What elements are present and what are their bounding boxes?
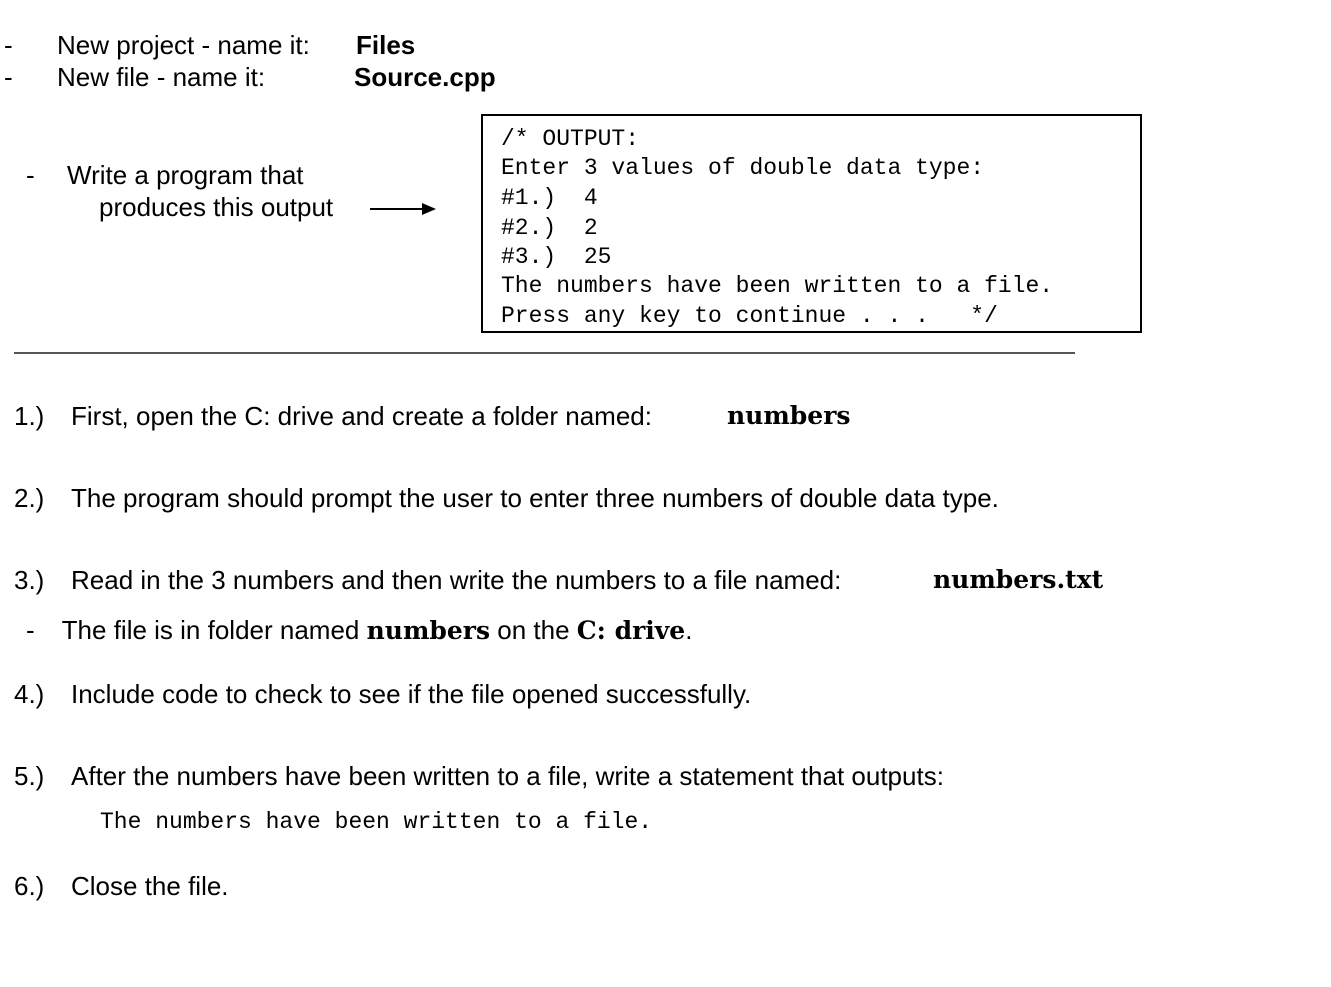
output-line: #2.) 2: [501, 215, 598, 241]
step-text: After the numbers have been written to a…: [71, 761, 944, 791]
step-text: First, open the C: drive and create a fo…: [71, 401, 652, 431]
step-number: 1.): [14, 401, 45, 431]
subnote-text: on the: [490, 615, 577, 645]
output-line: Enter 3 values of double data type:: [501, 155, 985, 181]
subnote-text: The file is in folder named: [61, 615, 367, 645]
output-line: #3.) 25: [501, 244, 612, 270]
sample-output-box: /* OUTPUT: Enter 3 values of double data…: [481, 114, 1142, 333]
folder-name: numbers: [727, 401, 851, 430]
bullet: -: [26, 160, 35, 190]
step-3-subnote: -The file is in folder named numbers on …: [26, 615, 692, 646]
bullet: -: [4, 30, 13, 60]
file-label: New file - name it:: [57, 62, 266, 92]
drive-name: C: drive: [576, 616, 686, 645]
bullet: -: [26, 615, 35, 645]
folder-name: numbers: [366, 616, 491, 645]
code-output-text: The numbers have been written to a file.: [100, 809, 653, 835]
project-label: New project - name it:: [57, 30, 310, 60]
arrow-right-icon: [370, 203, 436, 215]
step-text: Include code to check to see if the file…: [71, 679, 752, 709]
output-line: Press any key to continue . . . */: [501, 303, 998, 329]
output-line: The numbers have been written to a file.: [501, 273, 1054, 299]
step-number: 3.): [14, 565, 45, 595]
bullet: -: [4, 62, 13, 92]
step-number: 6.): [14, 871, 45, 901]
file-name: numbers.txt: [933, 565, 1104, 594]
intro-line-2: produces this output: [99, 192, 334, 222]
step-number: 4.): [14, 679, 45, 709]
subnote-text: .: [685, 615, 693, 645]
step-number: 2.): [14, 483, 45, 513]
divider: [14, 352, 1075, 354]
step-number: 5.): [14, 761, 45, 791]
file-name: Source.cpp: [354, 62, 496, 92]
output-line: #1.) 4: [501, 185, 598, 211]
step-text: The program should prompt the user to en…: [71, 483, 999, 513]
intro-line-1: Write a program that: [67, 160, 304, 190]
project-name: Files: [356, 30, 416, 60]
step-text: Read in the 3 numbers and then write the…: [71, 565, 842, 595]
step-text: Close the file.: [71, 871, 229, 901]
output-line: /* OUTPUT:: [501, 126, 640, 152]
